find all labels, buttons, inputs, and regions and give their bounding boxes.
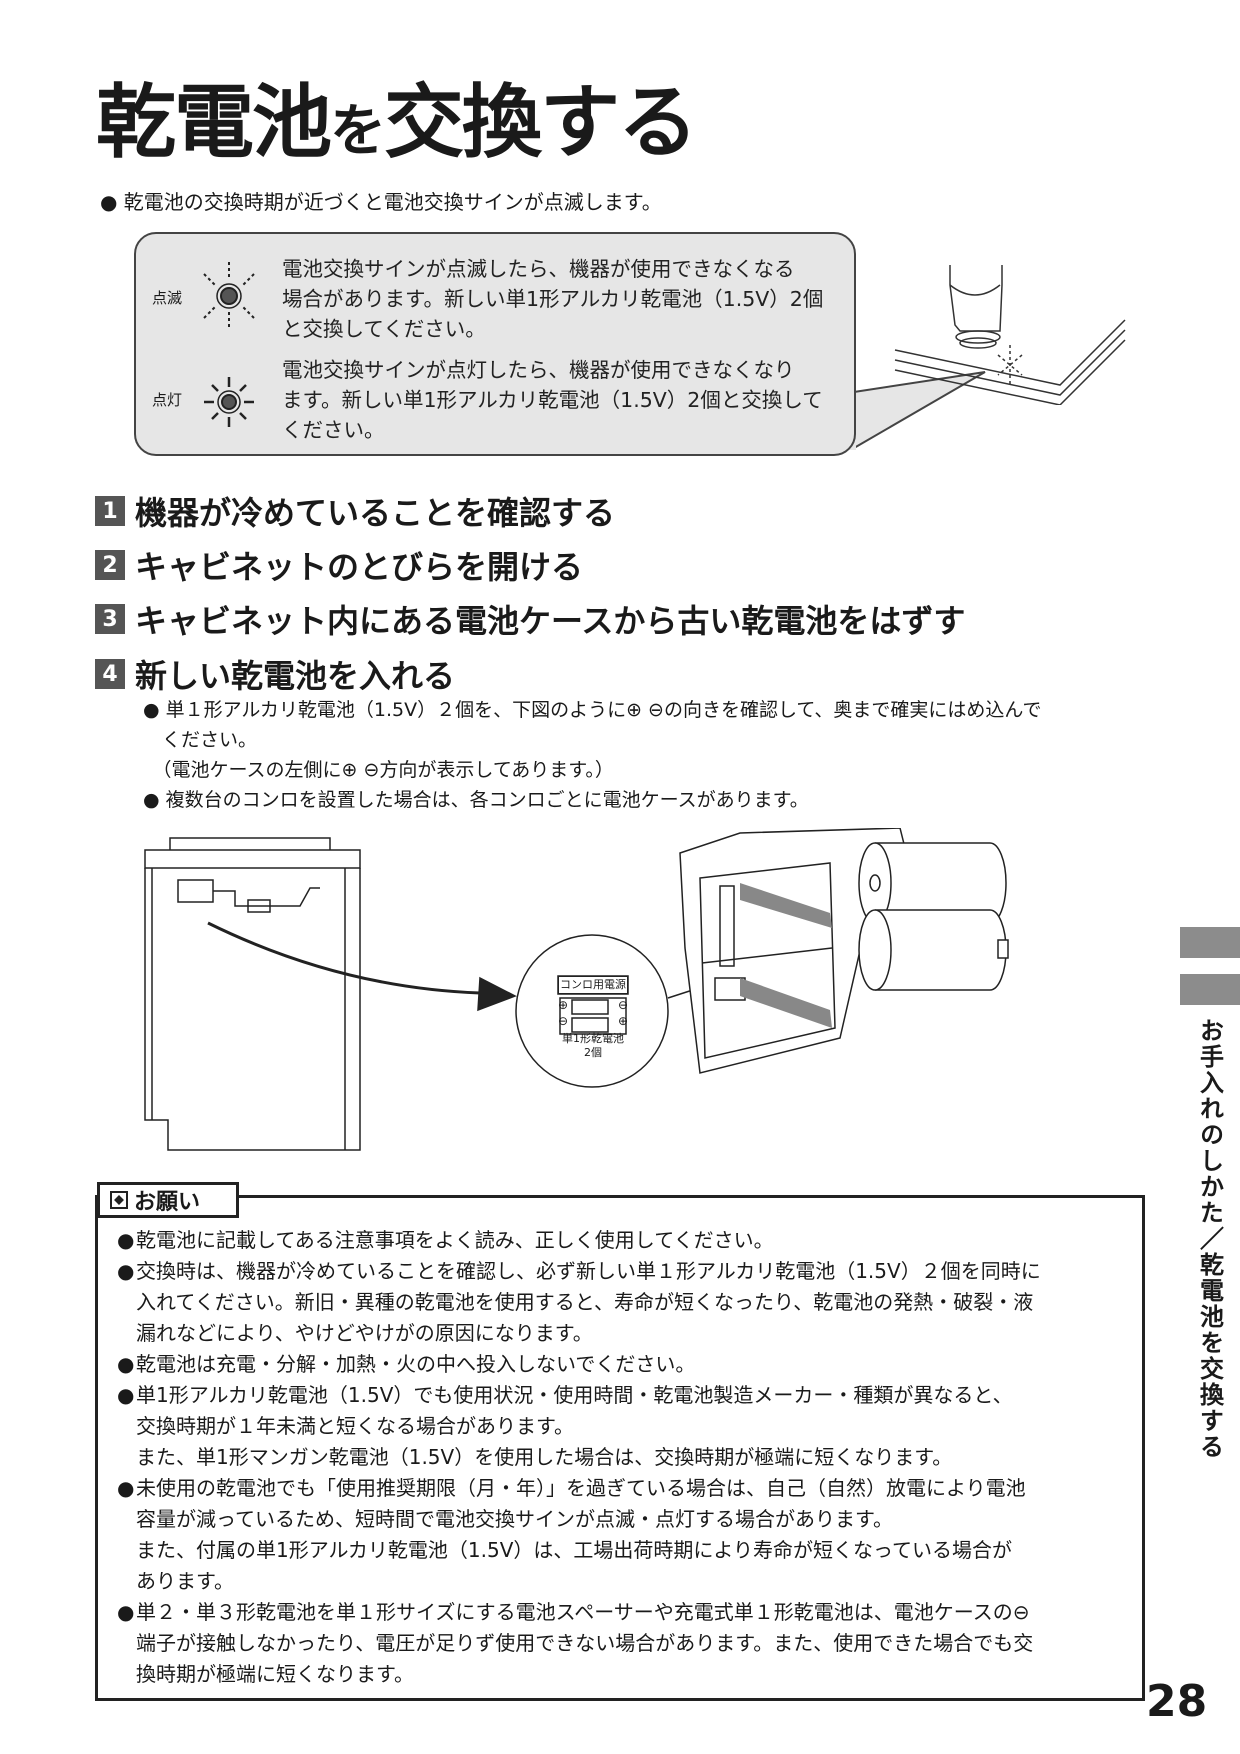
callout-line: ください。 (282, 418, 385, 442)
page-number: 28 (1146, 1676, 1208, 1727)
step-4: 4 新しい乾電池を入れる (95, 651, 455, 697)
minus-symbol: ⊖ (558, 1014, 569, 1028)
request-item: ●単２・単３形乾電池を単１形サイズにする電池スペーサーや充電式単１形乾電池は、電… (117, 1597, 1137, 1690)
request-item: ●乾電池は充電・分解・加熱・火の中へ投入しないでください。 (117, 1349, 1137, 1380)
request-label: お願い (97, 1182, 239, 1218)
request-label-text: お願い (134, 1190, 201, 1215)
request-item: ●未使用の乾電池でも「使用推奨期限（月・年）」を過ぎている場合は、自己（自然）放… (117, 1473, 1137, 1597)
section-tab (1180, 927, 1240, 958)
callout-line: 電池交換サインが点灯したら、機器が使用できなくなり (282, 358, 795, 382)
request-line: また、付属の単1形アルカリ乾電池（1.5V）は、工場出荷時期により寿命が短くなっ… (136, 1538, 1013, 1562)
request-line: また、単1形マンガン乾電池（1.5V）を使用した場合は、交換時期が極端に短くなり… (136, 1445, 953, 1469)
diamond-box-icon (110, 1191, 128, 1209)
title-part: を (330, 98, 386, 164)
note-line: （電池ケースの左側に⊕ ⊖方向が表示してあります。） (143, 759, 614, 781)
request-line: 未使用の乾電池でも「使用推奨期限（月・年）」を過ぎている場合は、自己（自然）放電… (136, 1476, 1026, 1500)
step-number: 3 (95, 604, 125, 634)
bullet-icon: ● (117, 1476, 135, 1500)
lit-sign-icon (204, 377, 254, 427)
step4-notes: ● 単１形アルカリ乾電池（1.5V）２個を、下図のように⊕ ⊖の向きを確認して、… (143, 695, 1041, 815)
section-title: お手入れのしかた／乾電池を交換する (1195, 1018, 1225, 1460)
request-line: 入れてください。新旧・異種の乾電池を使用すると、寿命が短くなったり、乾電池の発熱… (136, 1290, 1034, 1314)
blinking-sign-icon (203, 262, 255, 330)
minus-symbol: ⊖ (617, 998, 628, 1012)
bullet-icon: ● (117, 1259, 135, 1283)
request-item: ●交換時は、機器が冷めていることを確認し、必ず新しい単１形アルカリ乾電池（1.5… (117, 1256, 1137, 1349)
bullet-icon: ● (117, 1600, 135, 1624)
callout-line: と交換してください。 (282, 317, 486, 341)
battery-icon (858, 842, 1009, 991)
request-item: ●乾電池に記載してある注意事項をよく読み、正しく使用してください。 (117, 1225, 1137, 1256)
bullet-icon: ● (117, 1228, 135, 1252)
request-line: 交換時期が１年未満と短くなる場合があります。 (136, 1414, 574, 1438)
title-part: 乾電池 (96, 75, 332, 169)
request-box (95, 1195, 1145, 1701)
step-number: 4 (95, 659, 125, 689)
step-2: 2 キャビネットのとびらを開ける (95, 542, 583, 588)
case-label-line: 2個 (584, 1046, 602, 1059)
plus-symbol: ⊕ (617, 1014, 628, 1028)
callout-box (134, 232, 856, 456)
plus-symbol: ⊕ (558, 998, 569, 1012)
request-line: 乾電池は充電・分解・加熱・火の中へ投入しないでください。 (136, 1352, 696, 1376)
step-number: 2 (95, 550, 125, 580)
request-line: 端子が接触しなかったり、電圧が足りず使用できない場合があります。また、使用できた… (136, 1631, 1034, 1655)
step-text: キャビネットのとびらを開ける (135, 548, 584, 586)
request-line: 単1形アルカリ乾電池（1.5V）でも使用状況・使用時間・乾電池製造メーカー・種類… (136, 1383, 1013, 1407)
step-text: キャビネット内にある電池ケースから古い乾電池をはずす (135, 602, 966, 640)
request-item: ●単1形アルカリ乾電池（1.5V）でも使用状況・使用時間・乾電池製造メーカー・種… (117, 1380, 1137, 1473)
step-text: 機器が冷めていることを確認する (135, 494, 616, 532)
step-text: 新しい乾電池を入れる (135, 657, 456, 695)
bullet-icon: ● (117, 1383, 135, 1407)
step-3: 3 キャビネット内にある電池ケースから古い乾電池をはずす (95, 596, 965, 642)
callout-line: 電池交換サインが点滅したら、機器が使用できなくなる (282, 257, 795, 281)
case-label-title: コンロ用電源 (558, 976, 628, 994)
lit-label: 点灯 (152, 391, 183, 409)
case-label: コンロ用電源 ⊕ ⊖ ⊖ ⊕ 単1形乾電池 2個 (558, 976, 628, 1060)
request-line: 換時期が極端に短くなります。 (136, 1662, 414, 1686)
section-tab (1180, 974, 1240, 1005)
page-title: 乾電池を交換する (96, 58, 698, 174)
intro-text: ● 乾電池の交換時期が近づくと電池交換サインが点滅します。 (100, 190, 662, 214)
request-line: 交換時は、機器が冷めていることを確認し、必ず新しい単１形アルカリ乾電池（1.5V… (136, 1259, 1041, 1283)
cabinet-illustration (144, 837, 361, 1151)
step-1: 1 機器が冷めていることを確認する (95, 488, 615, 534)
request-line: 単２・単３形乾電池を単１形サイズにする電池スペーサーや充電式単１形乾電池は、電池… (136, 1600, 1030, 1624)
callout-line: 場合があります。新しい単1形アルカリ乾電池（1.5V）2個 (282, 287, 824, 311)
note-line: ● 複数台のコンロを設置した場合は、各コンロごとに電池ケースがあります。 (143, 789, 809, 811)
note-line: ● 単１形アルカリ乾電池（1.5V）２個を、下図のように⊕ ⊖の向きを確認して、… (143, 699, 1042, 721)
request-line: 漏れなどにより、やけどやけがの原因になります。 (136, 1321, 593, 1345)
blink-label: 点滅 (152, 289, 183, 307)
title-part: 交換する (384, 75, 698, 169)
callout-line: ます。新しい単1形アルカリ乾電池（1.5V）2個と交換して (282, 388, 823, 412)
note-line: ください。 (143, 729, 258, 751)
stove-knob-illustration (894, 265, 1126, 405)
case-label-line: 単1形乾電池 (562, 1032, 624, 1045)
request-line: 容量が減っているため、短時間で電池交換サインが点滅・点灯する場合があります。 (136, 1507, 893, 1531)
label-magnifier (515, 934, 669, 1088)
step-number: 1 (95, 496, 125, 526)
request-line: あります。 (136, 1569, 234, 1593)
request-list: ●乾電池に記載してある注意事項をよく読み、正しく使用してください。●交換時は、機… (117, 1225, 1137, 1690)
battery-case-diagram (144, 828, 1009, 1151)
bullet-icon: ● (117, 1352, 135, 1376)
request-line: 乾電池に記載してある注意事項をよく読み、正しく使用してください。 (136, 1228, 774, 1252)
